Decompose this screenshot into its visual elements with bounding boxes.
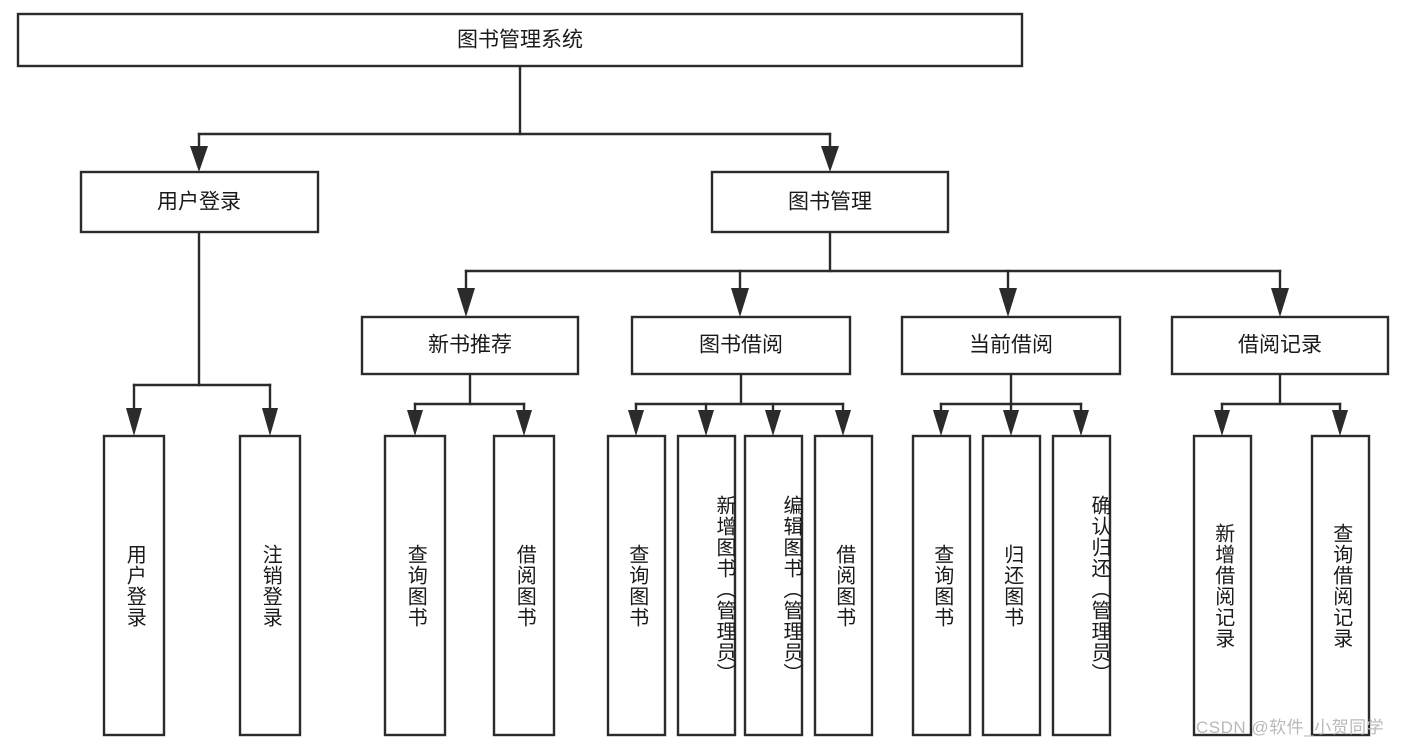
node-current-borrow[interactable]: 当前借阅 [900,315,1122,376]
node-new-book-recommend[interactable]: 新书推荐 [360,315,580,376]
connector-borrowrecord-to-leaves [1214,372,1348,436]
leaf-box-newbook-0[interactable] [383,434,447,737]
connector-bookmgmt-to-level3 [457,230,1289,317]
connector-currentborrow-to-leaves [933,372,1089,436]
node-root-system[interactable]: 图书管理系统 [16,12,1024,68]
connector-newbook-to-leaves [407,372,532,436]
leaf-box-bookborrow-3[interactable] [813,434,874,737]
node-new-book-recommend-label: 新书推荐 [428,334,512,357]
node-book-management-label: 图书管理 [788,191,872,214]
connector-root-to-level2 [190,64,839,172]
leaf-box-borrowrecord-0[interactable] [1192,434,1253,737]
node-user-login-label: 用户登录 [157,191,241,214]
node-root-label: 图书管理系统 [457,29,583,52]
leaf-box-user-login-1[interactable] [238,434,302,737]
connector-bookborrow-to-leaves [628,372,851,436]
leaf-box-user-login-0[interactable] [102,434,166,737]
leaf-box-bookborrow-2[interactable] [743,434,804,737]
node-user-login[interactable]: 用户登录 [79,170,320,234]
leaf-box-currentborrow-0[interactable] [911,434,972,737]
csdn-watermark: CSDN @软件_小贺同学 [1196,718,1385,737]
node-current-borrow-label: 当前借阅 [969,334,1053,357]
node-book-borrow[interactable]: 图书借阅 [630,315,852,376]
leaf-box-bookborrow-0[interactable] [606,434,667,737]
leaf-box-borrowrecord-1[interactable] [1310,434,1371,737]
leaf-box-currentborrow-1[interactable] [981,434,1042,737]
connector-userlogin-to-leaves [126,230,278,436]
node-borrow-record[interactable]: 借阅记录 [1170,315,1390,376]
node-borrow-record-label: 借阅记录 [1238,334,1322,357]
node-book-management[interactable]: 图书管理 [710,170,950,234]
leaf-box-newbook-1[interactable] [492,434,556,737]
leaf-box-currentborrow-2[interactable] [1051,434,1112,737]
node-book-borrow-label: 图书借阅 [699,334,783,357]
leaf-box-bookborrow-1[interactable] [676,434,737,737]
